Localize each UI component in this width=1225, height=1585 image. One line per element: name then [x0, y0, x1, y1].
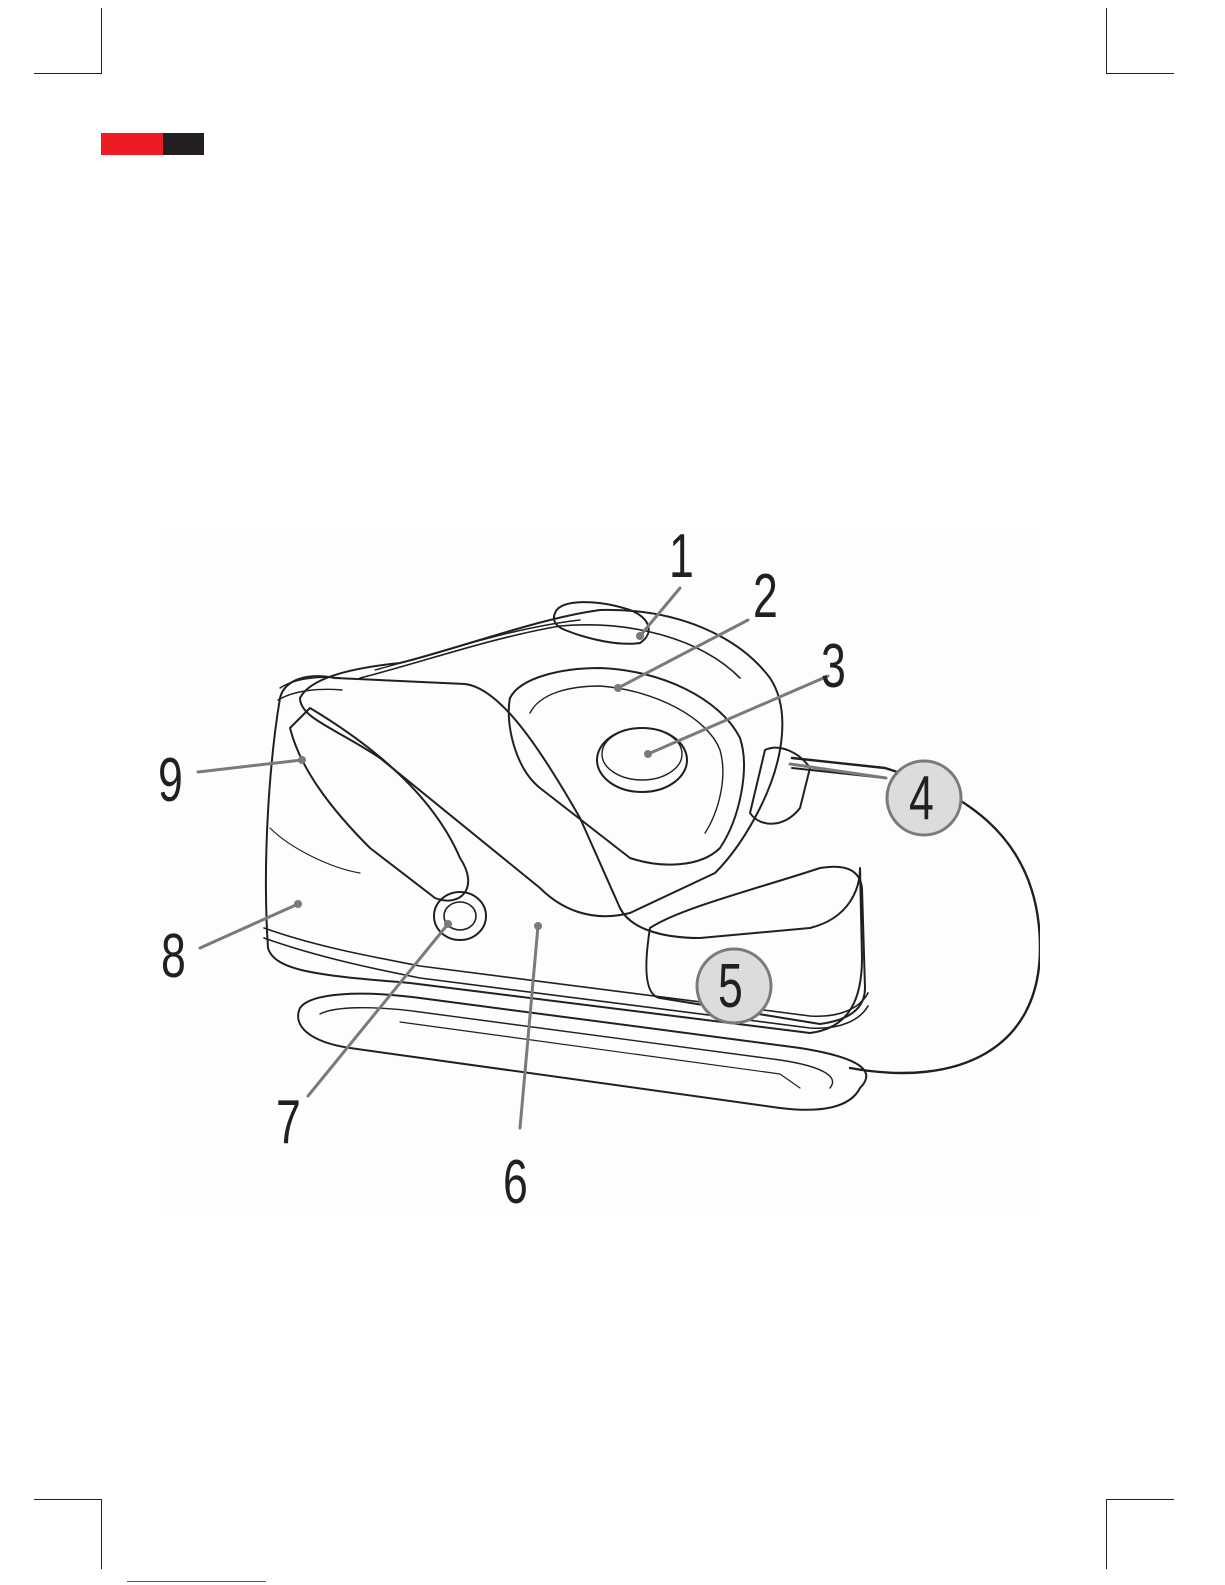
- callout-9: 9: [158, 750, 183, 812]
- brand-dark-block: [163, 133, 204, 155]
- callout-6: 6: [503, 1152, 528, 1214]
- leader-3: [648, 676, 828, 754]
- crop-mark-bottom-left-v: [101, 1499, 102, 1569]
- brand-red-block: [101, 133, 163, 155]
- crop-mark-bottom-left-h: [34, 1499, 102, 1500]
- iron-handle: [290, 708, 468, 901]
- leader-dot-6: [534, 922, 542, 930]
- callout-5: 5: [718, 956, 743, 1018]
- callout-1: 1: [669, 526, 694, 588]
- crop-mark-top-left-v: [101, 8, 102, 74]
- station-body: [266, 676, 862, 1033]
- callout-2: 2: [753, 566, 778, 628]
- callout-3: 3: [821, 636, 846, 698]
- steam-trigger: [554, 602, 649, 644]
- callout-4: 4: [909, 768, 934, 830]
- leader-9: [198, 760, 302, 772]
- leader-8: [200, 904, 298, 948]
- footer-link-underline: [127, 1581, 266, 1582]
- crop-mark-top-right-h: [1106, 73, 1174, 74]
- leader-dot-3: [644, 750, 652, 758]
- base-tray: [298, 994, 866, 1110]
- crop-mark-top-left-h: [34, 73, 102, 74]
- callout-8: 8: [161, 926, 186, 988]
- brand-color-bar: [101, 133, 204, 155]
- crop-mark-bottom-right-v: [1106, 1499, 1107, 1569]
- leader-dot-2: [614, 684, 622, 692]
- leader-dot-9: [298, 756, 306, 764]
- crop-mark-top-right-v: [1106, 8, 1107, 74]
- crop-mark-bottom-right-h: [1106, 1499, 1174, 1500]
- leader-dot-8: [294, 900, 302, 908]
- leader-dot-7: [444, 920, 452, 928]
- leader-2: [618, 620, 748, 688]
- leader-7: [308, 924, 448, 1096]
- leader-dot-1: [636, 632, 644, 640]
- callout-7: 7: [276, 1092, 301, 1154]
